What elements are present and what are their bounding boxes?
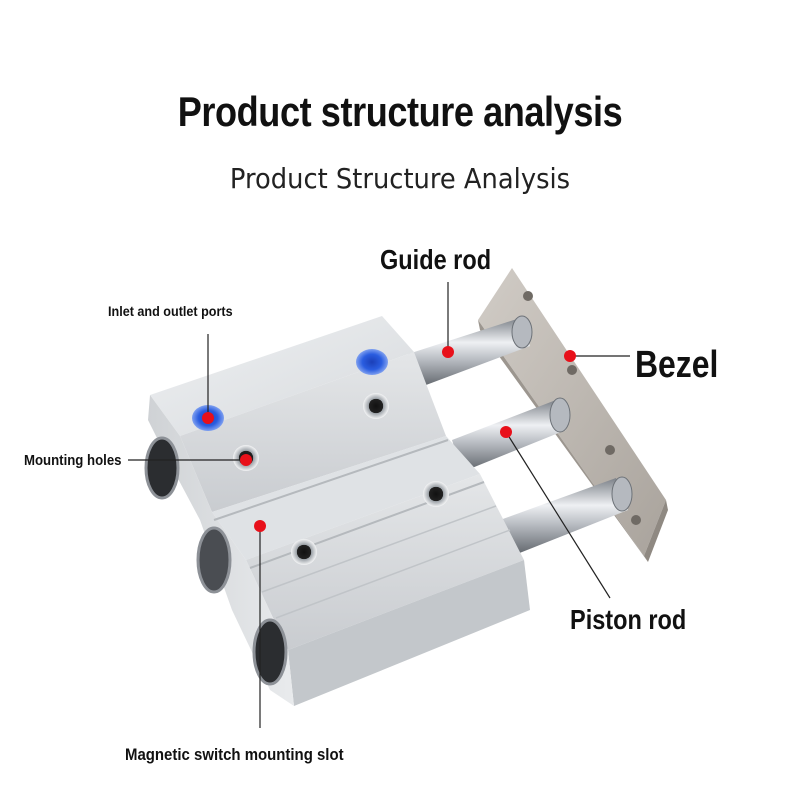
page-title: Product structure analysis [177, 88, 623, 135]
callout-guide-rod: Guide rod [380, 244, 492, 275]
port-fitting [356, 349, 388, 375]
marker-dot [202, 412, 214, 424]
marker-dot [254, 520, 266, 532]
mounting-hole [423, 481, 449, 507]
callout-bezel: Bezel [635, 344, 719, 386]
page-subtitle: Product Structure Analysis [229, 162, 571, 195]
mounting-hole [291, 539, 317, 565]
callout-inlet-outlet-ports: Inlet and outlet ports [108, 303, 233, 319]
guide-rod-upper [408, 315, 533, 388]
cylinder-body [144, 316, 530, 706]
marker-dot [442, 346, 454, 358]
leader-lines [128, 282, 630, 728]
callout-mounting-holes: Mounting holes [24, 452, 122, 469]
guide-rod-lower [500, 476, 633, 556]
callout-piston-rod: Piston rod [570, 604, 687, 635]
callout-magnetic-switch-slot: Magnetic switch mounting slot [125, 745, 344, 764]
marker-dot [240, 454, 252, 466]
marker-dot [500, 426, 512, 438]
marker-dot [564, 350, 576, 362]
mounting-hole [363, 393, 389, 419]
